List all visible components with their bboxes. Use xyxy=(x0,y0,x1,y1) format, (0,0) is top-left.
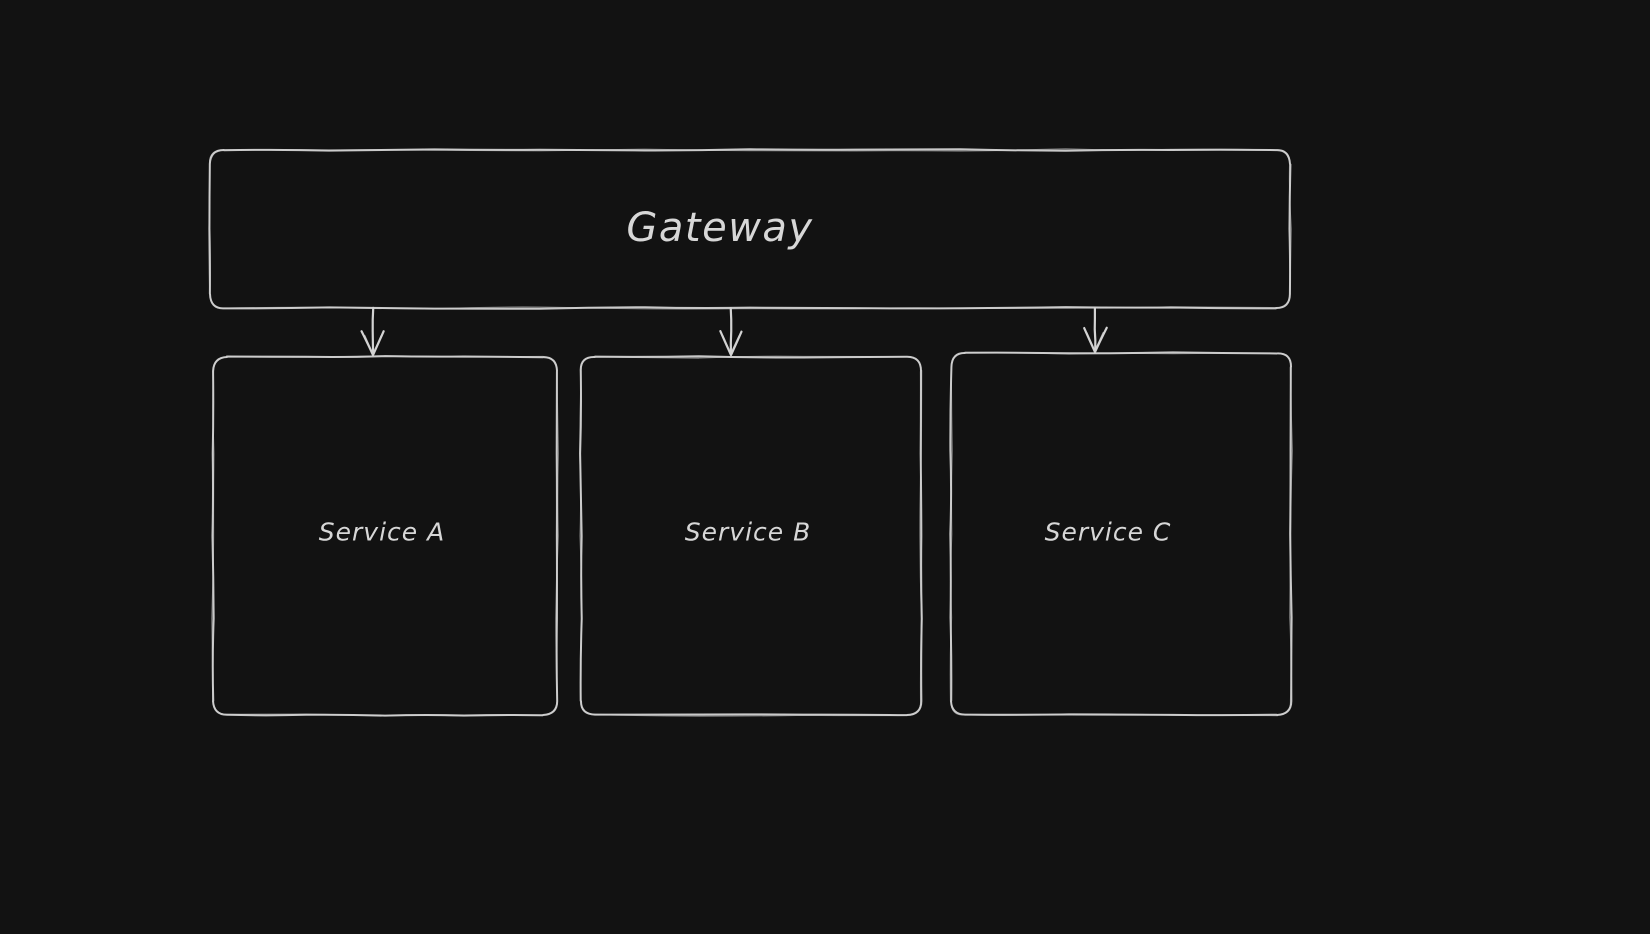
arrow-head-inner-edge-gateway-service-a xyxy=(363,335,383,355)
node-service-b[interactable] xyxy=(581,357,921,715)
arrow-shaft-edge-gateway-service-a[interactable] xyxy=(371,306,375,356)
node-outline-sketch-gateway xyxy=(208,148,1292,310)
node-outline-service-b[interactable] xyxy=(579,355,923,717)
arrow-shaft-edge-gateway-service-c[interactable] xyxy=(1093,306,1097,353)
node-service-a[interactable] xyxy=(213,357,557,715)
node-outline-sketch-service-b xyxy=(579,355,923,717)
arrow-head-inner-edge-gateway-service-c xyxy=(1085,332,1105,352)
node-service-c[interactable] xyxy=(951,353,1291,715)
node-outline-sketch-service-c xyxy=(949,351,1293,717)
node-outline-sketch-service-a xyxy=(211,355,559,717)
arrow-shaft-edge-gateway-service-b[interactable] xyxy=(729,306,733,356)
arrow-head-inner-edge-gateway-service-b xyxy=(721,335,741,355)
node-gateway[interactable] xyxy=(210,150,1290,308)
